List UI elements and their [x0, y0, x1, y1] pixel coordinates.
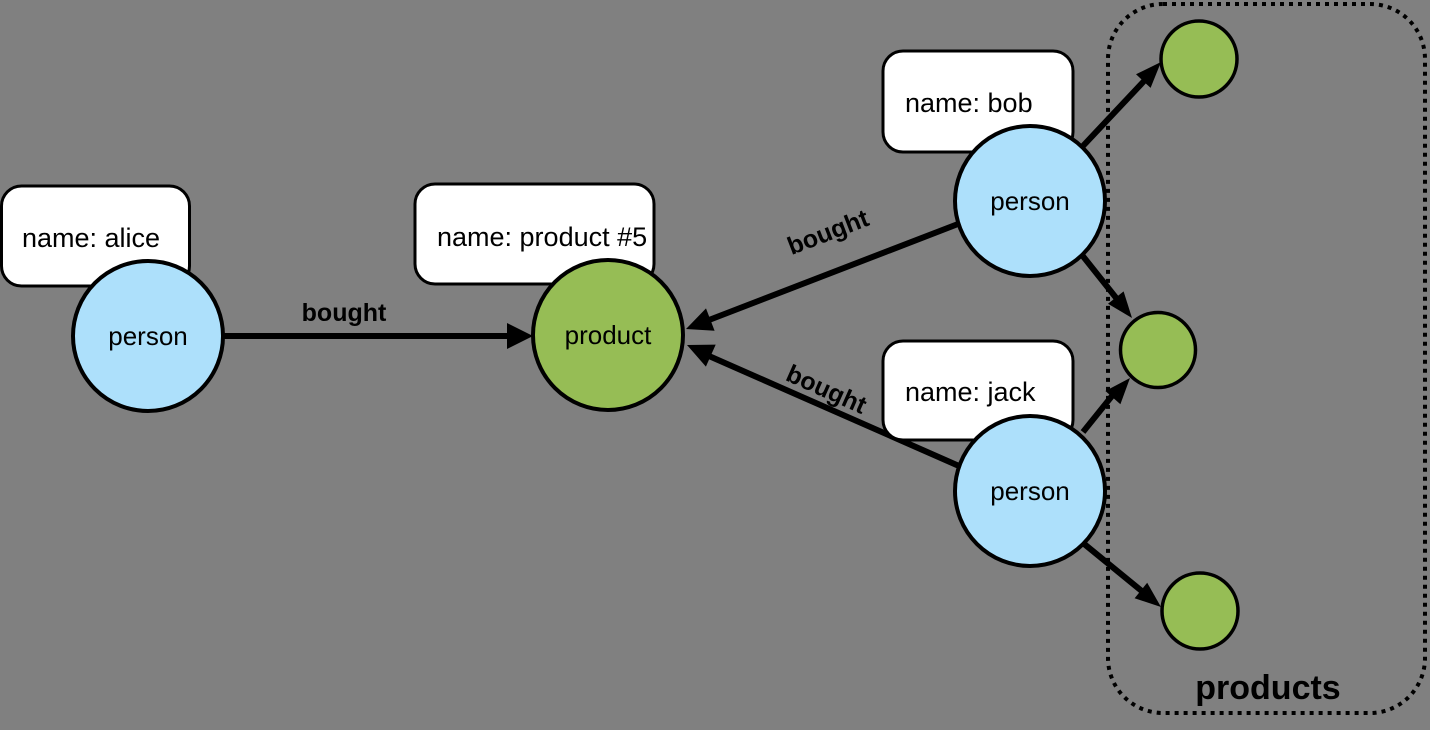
- edge-bob-product1-line: [1079, 77, 1148, 150]
- node-product-5: [531, 258, 685, 412]
- product-node-middle: [1118, 310, 1198, 390]
- node-label-alice: person: [108, 321, 188, 351]
- arrowhead-icon: [686, 308, 715, 331]
- products-group-outline: [1106, 2, 1427, 715]
- node-label-bob: person: [990, 186, 1070, 216]
- node-label-product5: product: [565, 320, 652, 350]
- property-text-product5: name: product #5: [437, 222, 647, 252]
- property-text-alice: name: alice: [22, 223, 160, 253]
- node-person-alice: [71, 259, 225, 413]
- node-label-jack: person: [990, 476, 1070, 506]
- edge-bob-product-1: [1079, 62, 1161, 150]
- edge-label-alice-bought: bought: [302, 299, 387, 327]
- property-box-product5: [413, 182, 656, 286]
- edge-bob-bought-product: [686, 221, 960, 331]
- edge-jack-product-2: [1080, 378, 1130, 434]
- arrowhead-icon: [687, 344, 716, 367]
- property-text-bob: name: bob: [905, 88, 1033, 118]
- arrowhead-icon: [1105, 378, 1130, 405]
- edge-bob-product-2: [1079, 253, 1132, 318]
- node-person-bob: [953, 124, 1107, 278]
- product-node-top: [1159, 19, 1239, 99]
- node-person-jack: [953, 414, 1107, 568]
- edge-bob-bought-line: [707, 221, 960, 323]
- arrowhead-icon: [1108, 291, 1132, 318]
- edge-alice-bought-product: [223, 323, 533, 349]
- arrowhead-icon: [507, 323, 533, 349]
- edge-jack-bought-product: [687, 344, 961, 469]
- edge-bob-product2-line: [1079, 253, 1120, 301]
- edge-jack-product-3: [1081, 540, 1161, 607]
- products-group-label: products: [1195, 669, 1340, 707]
- edge-jack-bought-line: [707, 353, 961, 469]
- arrowhead-icon: [1134, 582, 1161, 607]
- arrowhead-icon: [1136, 62, 1161, 88]
- property-text-jack: name: jack: [905, 377, 1036, 407]
- edge-jack-product2-line: [1080, 389, 1119, 434]
- edge-jack-product3-line: [1081, 540, 1145, 595]
- product-node-bottom: [1160, 571, 1240, 651]
